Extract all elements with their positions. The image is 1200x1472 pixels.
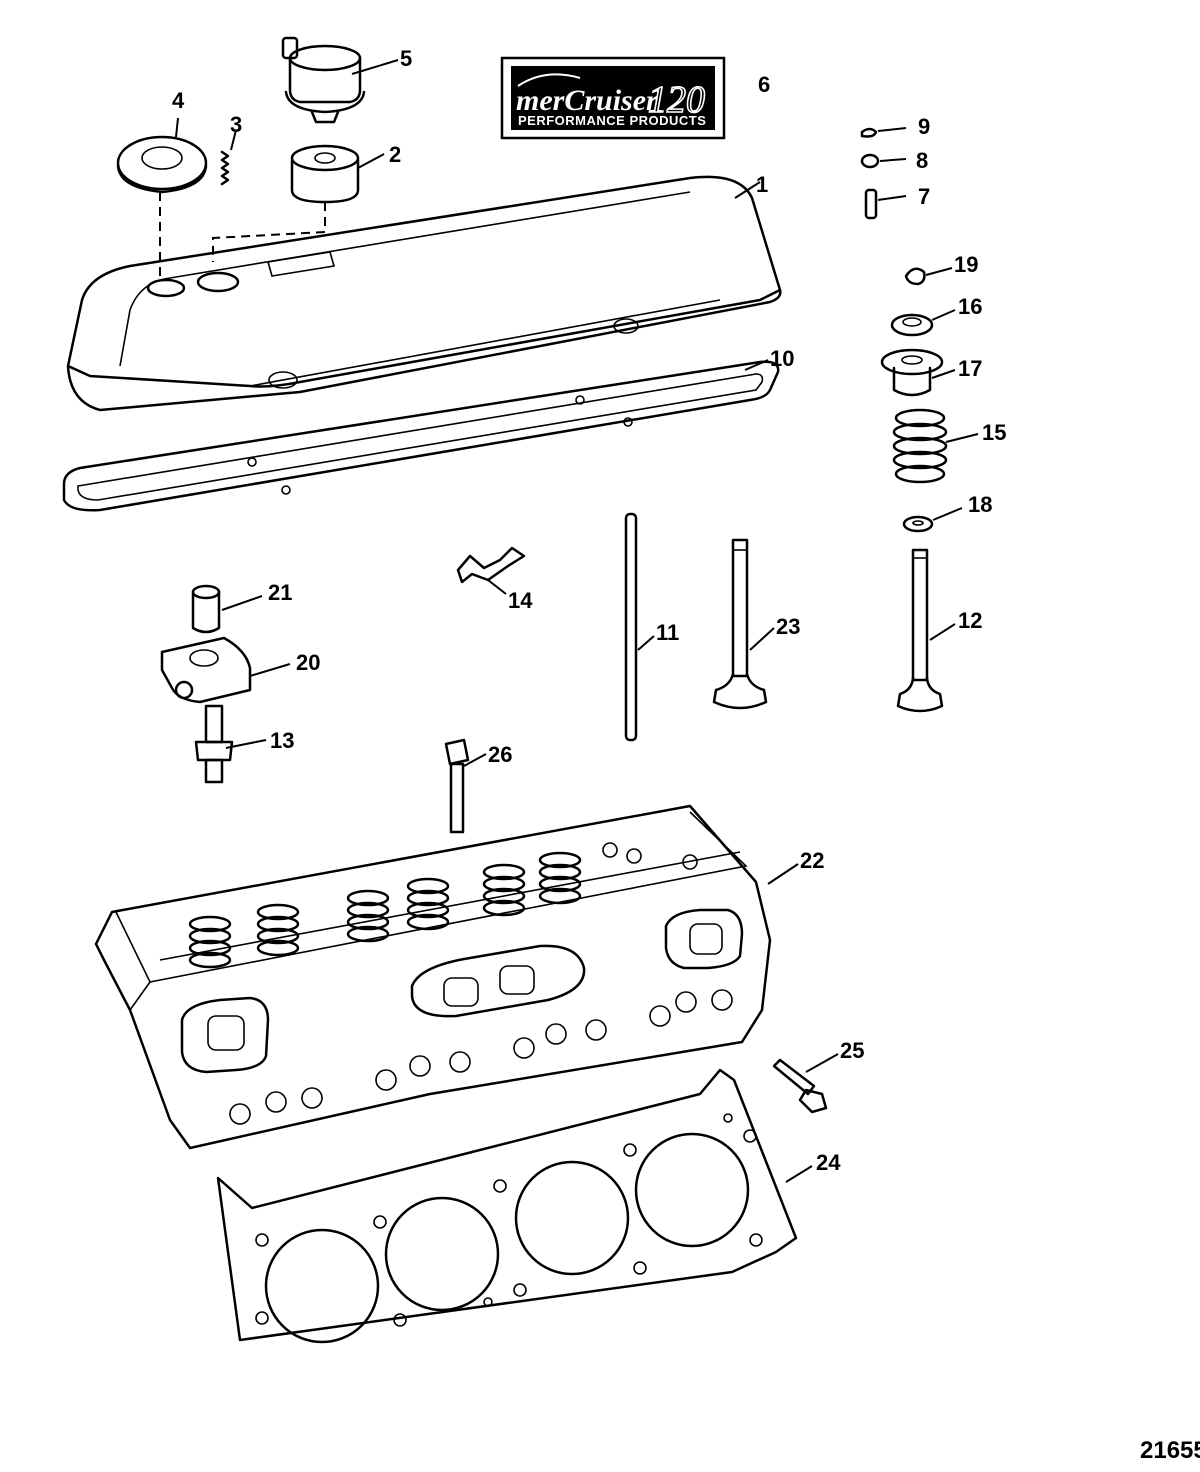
valve-spring-part <box>892 408 979 484</box>
rocker-arm-part <box>160 636 291 704</box>
callout-21: 21 <box>268 580 292 605</box>
callout-labels: 1 2 3 4 5 6 7 8 9 10 11 12 13 14 15 16 1… <box>172 46 1006 1175</box>
callout-7: 7 <box>918 184 930 209</box>
spring-clip-part <box>220 129 237 186</box>
callout-12: 12 <box>958 608 982 633</box>
rocker-nut-part <box>860 127 907 138</box>
callout-8: 8 <box>916 148 928 173</box>
callout-4: 4 <box>172 88 185 113</box>
callout-19: 19 <box>954 252 978 277</box>
grommet-part <box>290 144 385 204</box>
callout-1: 1 <box>756 172 768 197</box>
callout-2: 2 <box>389 142 401 167</box>
valve-cover-gasket-part <box>62 359 780 512</box>
callout-26: 26 <box>488 742 512 767</box>
callout-18: 18 <box>968 492 992 517</box>
callout-11: 11 <box>656 620 679 645</box>
logo-brand-text: merCruiser <box>516 84 658 117</box>
callout-22: 22 <box>800 848 824 873</box>
pushrod-part <box>624 512 655 742</box>
logo-tagline-text: PERFORMANCE PRODUCTS <box>518 113 706 128</box>
assembly-line-grommet <box>212 202 326 262</box>
callout-17: 17 <box>958 356 982 381</box>
callout-5: 5 <box>400 46 412 71</box>
logo-model-text: 120 <box>648 79 705 121</box>
head-gasket-part <box>216 1068 813 1344</box>
head-valve-springs <box>188 851 582 969</box>
callout-6: 6 <box>758 72 770 97</box>
rocker-nut-sleeve-part <box>191 584 263 634</box>
callout-9: 9 <box>918 114 930 139</box>
rocker-ball-part <box>860 153 907 169</box>
valve-cover-part <box>66 175 782 412</box>
exhaust-valve-part <box>896 548 956 713</box>
callout-10: 10 <box>770 346 794 371</box>
cylinder-head-part <box>94 804 799 1150</box>
valve-cap-part <box>890 309 956 337</box>
pushrod-guide-stud-part <box>864 188 907 220</box>
callout-16: 16 <box>958 294 982 319</box>
diagram-reference-number: 21655 <box>1140 1437 1200 1464</box>
head-bolt-part <box>444 738 487 834</box>
mercruiser-logo-decal: merCruiser 120 PERFORMANCE PRODUCTS <box>500 56 726 140</box>
callout-15: 15 <box>982 420 1006 445</box>
callout-25: 25 <box>840 1038 864 1063</box>
callout-14: 14 <box>508 588 533 613</box>
valve-keeper-part <box>904 267 953 286</box>
valve-retainer-part <box>880 348 956 397</box>
cap-screw-part <box>772 1053 839 1114</box>
callout-20: 20 <box>296 650 320 675</box>
breather-part <box>281 36 399 124</box>
rocker-stud-part <box>194 704 267 784</box>
callout-24: 24 <box>816 1150 841 1175</box>
intake-valve-part <box>712 538 775 710</box>
callout-13: 13 <box>270 728 294 753</box>
oil-fill-cap-part <box>116 117 208 194</box>
pushrod-guide-plate-part <box>456 546 526 595</box>
callout-23: 23 <box>776 614 800 639</box>
callout-3: 3 <box>230 112 242 137</box>
valve-shim-part <box>902 507 963 533</box>
